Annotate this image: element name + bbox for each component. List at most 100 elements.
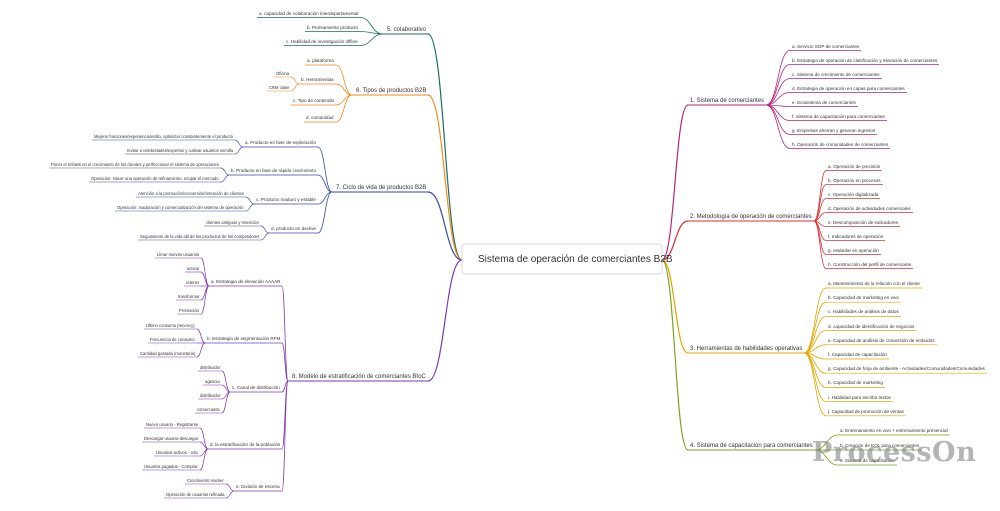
- item-b6-0[interactable]: a. plataforma: [307, 58, 334, 63]
- item-b8-2[interactable]: c. Canal de distribución: [232, 385, 280, 390]
- leaf-b8-4-1[interactable]: Operación de usuarios refinada: [166, 492, 225, 497]
- item-b3-9[interactable]: j. Capacidad de promoción de ventas: [828, 408, 904, 414]
- item-b7-2[interactable]: c. Producto maduro y estable: [256, 197, 316, 202]
- item-b5-0[interactable]: a. capacidad de colaboración interdepart…: [259, 10, 359, 16]
- item-b3-5[interactable]: f. Capacidad de capacitación: [828, 352, 887, 357]
- watermark-logo: ProcessOn: [812, 437, 977, 468]
- branch-b4[interactable]: 4. Sistema de capacitación para comercia…: [690, 443, 813, 449]
- branch-b1[interactable]: 1. Sistema de comerciantes: [690, 98, 765, 104]
- leaf-b8-3-1[interactable]: Descargar usuario-descargar: [144, 436, 199, 441]
- item-b2-0[interactable]: a. Operación de precisión: [828, 163, 881, 169]
- item-b2-3[interactable]: d. Operación de actividades comerciales: [828, 205, 911, 211]
- branch-b5[interactable]: 5. colaborativo: [387, 27, 427, 33]
- leaf-b8-1-1[interactable]: Frecuencia de consumo: [150, 337, 195, 342]
- item-b3-0[interactable]: a. Mantenimiento de la relación con el c…: [828, 281, 920, 286]
- connector: [290, 83, 300, 92]
- item-b2-1[interactable]: b. Operación en procesos: [828, 177, 881, 183]
- item-b7-0[interactable]: a. Producto en fase de exploración: [245, 140, 316, 145]
- leaf-b7-0-1[interactable]: Invitar a celebridades/expertos y cultiv…: [127, 148, 233, 153]
- item-b6-1[interactable]: b. Herramientas: [301, 77, 334, 82]
- leaf-b7-3-0[interactable]: clientes antiguos y retención: [206, 220, 259, 225]
- connector: [281, 380, 289, 393]
- leaf-b8-0-0[interactable]: Llmar nuevos usuarios: [157, 252, 200, 257]
- item-b4-0[interactable]: a. Entrenamiento en vivo + entrenamiento…: [840, 428, 948, 433]
- connector: [221, 384, 231, 393]
- connector: [765, 104, 791, 121]
- connector: [765, 104, 791, 149]
- item-b3-1[interactable]: b. Capacidad de marketing en vivo: [828, 295, 899, 301]
- item-b4-2[interactable]: c. Sistema de capacitación: [840, 458, 895, 463]
- item-b3-3[interactable]: d. capacidad de identificación de negoci…: [828, 323, 915, 329]
- item-b6-2[interactable]: c. Tipo de contenido: [293, 98, 335, 103]
- item-b3-4[interactable]: e. Capacidad de análisis de conversión d…: [828, 337, 935, 343]
- root-topic[interactable]: Sistema de operación de comerciantes B2B: [478, 254, 673, 265]
- connector: [196, 328, 206, 344]
- leaf-b8-0-3[interactable]: transformar: [178, 294, 200, 299]
- connector: [199, 448, 209, 471]
- item-b1-7[interactable]: h. Operación de comunidades de comercian…: [792, 141, 889, 147]
- item-b3-6[interactable]: g. Capacidad de forja de ambiente - Acti…: [828, 366, 985, 372]
- item-b7-3[interactable]: d. producto en declive: [271, 226, 316, 231]
- item-b1-2[interactable]: c. Sistema de crecimiento de comerciante…: [792, 71, 880, 77]
- leaf-b7-2-1[interactable]: Operación: maduración y comercialización…: [117, 205, 244, 210]
- item-b6-3[interactable]: d. comunidad: [306, 115, 334, 120]
- item-b2-6[interactable]: g. estándar en operación: [828, 247, 879, 253]
- connector: [221, 391, 231, 414]
- item-b2-2[interactable]: c. Operación digitalizada: [828, 191, 879, 197]
- item-b1-1[interactable]: b. Estrategia de operación de clasificac…: [792, 57, 938, 63]
- branch-b3[interactable]: 3. Herramientas de habilidades operativa…: [690, 346, 803, 352]
- item-b8-4[interactable]: e. División de escena: [236, 484, 280, 489]
- connector: [803, 330, 827, 354]
- connector: [813, 198, 827, 222]
- item-b1-6[interactable]: g. Empresas ahorran y generan ingresos: [792, 127, 876, 133]
- leaf-b8-3-3[interactable]: Usuarios pagados - Comprar: [144, 464, 198, 469]
- item-b1-4[interactable]: e. Ecosistema de comerciantes: [792, 99, 856, 105]
- item-b3-7[interactable]: h. Capacidad de marketing: [828, 380, 883, 386]
- connector: [359, 33, 384, 46]
- item-b1-0[interactable]: a. Servicio SOP de comerciantes: [792, 43, 860, 49]
- leaf-b7-2-0[interactable]: Atención a la promoción/conversión/reten…: [138, 191, 244, 196]
- leaf-b8-2-1[interactable]: agencia: [205, 379, 220, 384]
- connector: [427, 259, 463, 382]
- branch-b2[interactable]: 2. Metodología de operación de comercian…: [690, 214, 812, 220]
- connector: [200, 285, 210, 315]
- leaf-b7-1-1[interactable]: Operación: Hacer una operación de refina…: [91, 176, 219, 181]
- leaf-b7-0-0[interactable]: Mejorar funciones/experiencia/estilo, op…: [94, 134, 233, 139]
- leaf-b8-2-2[interactable]: distribuidor: [200, 393, 221, 398]
- branch-b8[interactable]: 8. Modelo de estratificación de comercia…: [292, 374, 426, 380]
- leaf-b8-0-2[interactable]: retener: [186, 280, 200, 285]
- item-b5-2[interactable]: c. Habilidad de investigación offline: [286, 38, 358, 44]
- branch-b7[interactable]: 7. Ciclo de vida de productos B2B: [336, 185, 427, 191]
- item-b4-1[interactable]: b. Creación de KOL para comerciantes: [840, 443, 920, 448]
- leaf-b7-3-1[interactable]: Seguimiento de la vida útil de los produ…: [140, 234, 260, 239]
- item-b8-3[interactable]: d. la estratificación de la población: [210, 442, 281, 447]
- leaf-b8-3-0[interactable]: Nuevo usuario - Registrarse: [146, 422, 199, 427]
- leaf-b6-1-1[interactable]: CRM clase: [269, 85, 290, 90]
- leaf-b8-2-3[interactable]: comerciante: [197, 407, 220, 412]
- leaf-b7-1-0[interactable]: Poner el énfasis en el crecimiento de lo…: [51, 162, 219, 167]
- item-b2-5[interactable]: f. Indicadores de operación: [828, 233, 884, 239]
- leaf-b8-0-4[interactable]: Promoción: [179, 308, 200, 313]
- leaf-b8-0-1[interactable]: activar: [187, 266, 200, 271]
- item-b3-2[interactable]: c. Habilidades de análisis de datos: [828, 309, 899, 315]
- item-b1-5[interactable]: f. Sistema de capacitación para comercia…: [792, 113, 885, 119]
- item-b7-1[interactable]: b. Producto en fase de rápido crecimient…: [231, 168, 317, 173]
- item-b5-1[interactable]: b. Pensamiento producto: [307, 24, 359, 30]
- branch-b6[interactable]: 6. Tipos de productos B2B: [356, 88, 427, 94]
- leaf-b8-4-0[interactable]: Crecimiento Hacker: [187, 478, 224, 483]
- item-b3-8[interactable]: i. Habilidad para escribir textos: [828, 394, 891, 400]
- leaf-b8-3-2[interactable]: Usuarios activos - Uso: [156, 450, 198, 455]
- leaf-b8-1-0[interactable]: Último consumo (recency): [146, 323, 195, 328]
- leaf-b8-1-2[interactable]: Cantidad gastada (monetaria): [140, 351, 196, 356]
- item-b2-7[interactable]: h. Construcción del perfil de comerciant…: [828, 261, 912, 267]
- leaf-b8-2-0[interactable]: distribuidor: [200, 365, 221, 370]
- leaf-b6-1-0[interactable]: Oficina: [276, 71, 290, 76]
- item-b1-3[interactable]: d. Estrategia de operación en capas para…: [792, 85, 905, 91]
- connector: [661, 259, 689, 451]
- item-b8-0[interactable]: a. Estrategia de elevación AAAAR: [211, 279, 281, 284]
- item-b2-4[interactable]: e. Descomposición de indicadores: [828, 219, 898, 225]
- connector: [661, 259, 689, 354]
- item-b8-1[interactable]: b. Estrategia de segmentación RFM: [207, 336, 281, 341]
